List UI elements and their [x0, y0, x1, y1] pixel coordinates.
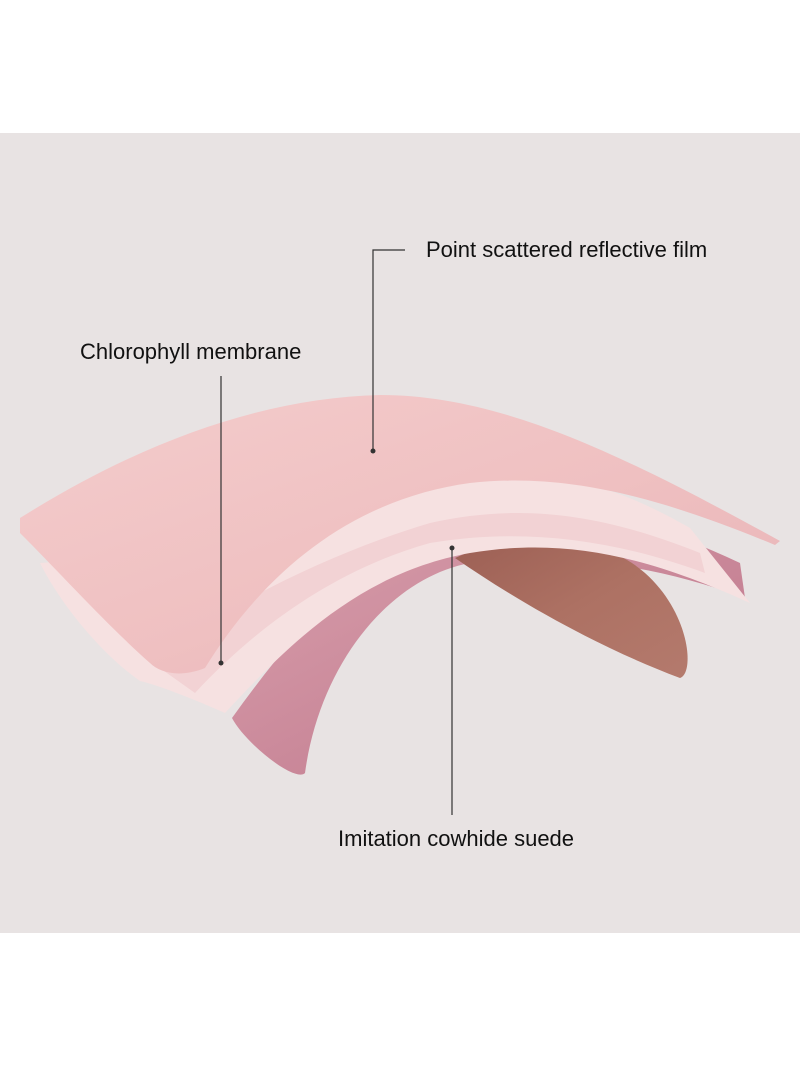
suede-patch: [455, 538, 688, 678]
leader-line-film: [372, 249, 405, 451]
layered-pad-illustration: [20, 249, 780, 815]
label-chlorophyll-membrane: Chlorophyll membrane: [80, 339, 302, 364]
leader-dot-chloro: [218, 660, 224, 666]
middle-edge: [150, 513, 705, 693]
label-reflective-film: Point scattered reflective film: [426, 237, 708, 262]
leader-dot-suede: [449, 545, 455, 551]
leader-dot-film: [370, 448, 376, 454]
top-layer: [20, 395, 780, 674]
label-imitation-suede: Imitation cowhide suede: [338, 826, 575, 851]
